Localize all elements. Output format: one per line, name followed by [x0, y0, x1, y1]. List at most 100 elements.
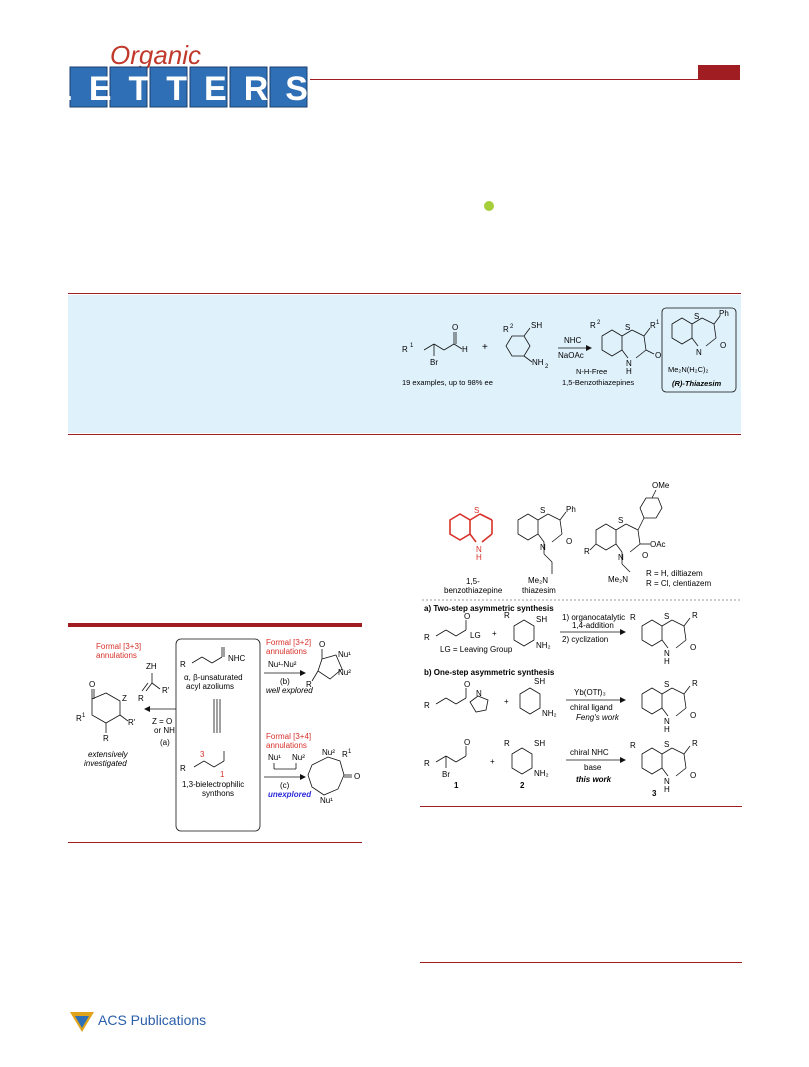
fig2-c1-name-1: 1,5-: [466, 577, 480, 586]
toc-thiazesim-ph: Ph: [719, 309, 729, 318]
fig1-prod-a-r-prime: R': [128, 718, 136, 727]
fig1-product-c: [307, 756, 352, 796]
fig2-b-reactant2: [519, 687, 541, 715]
fig1-nucleophile: [141, 673, 161, 692]
toc-product-s: S: [625, 323, 630, 332]
fig1-left-note-2: investigated: [84, 759, 127, 768]
fig2-tw-base: base: [584, 763, 602, 772]
fig2-a-prod-n: N: [664, 649, 670, 658]
figure2-bottom-rule: [420, 806, 742, 807]
fig2-c3-n: N: [618, 553, 624, 562]
fig1-center-label-1: α, β-unsaturated: [184, 673, 243, 682]
acs-logo[interactable]: ACS Publications: [68, 1008, 218, 1034]
fig2-a-o: O: [464, 612, 470, 621]
fig2-b-nh2: NH₂: [542, 709, 557, 718]
toc-thiazesim-box: [661, 307, 737, 393]
fig2-b-r1: R: [424, 701, 430, 710]
toc-caption-mid-1: N-H-Free: [576, 367, 607, 376]
figure1-svg: Formal [3+3] annulations ZH R' R Z = O o…: [76, 638, 360, 832]
fig1-prod-a-z: Z: [122, 694, 127, 703]
fig2-tw-prod-h: H: [664, 785, 670, 794]
abstract-bottom-rule: [68, 434, 741, 435]
fig2-a-prod-s: S: [664, 612, 669, 621]
fig2-c3-s: S: [618, 516, 623, 525]
fig1-r-prime: R': [162, 686, 170, 695]
fig2-tw-prod-n: N: [664, 777, 670, 786]
fig2-c1-s: S: [474, 506, 479, 515]
toc-product-n: N: [626, 359, 632, 368]
fig2-tw-prod-s: S: [664, 740, 669, 749]
fig2-section-b-title: b) One-step asymmetric synthesis: [424, 668, 555, 677]
fig1-center-box: [175, 638, 261, 832]
fig1-path-c: (c): [280, 781, 290, 790]
fig2-c2-s: S: [540, 506, 545, 515]
fig2-benzothiazepine: [449, 513, 493, 543]
header-accent-block: [698, 65, 740, 80]
fig2-c3-legend-2: R = Cl, clentiazem: [646, 579, 711, 588]
abstract-scheme-svg: R 1 Br O H + R 2 SH NH 2 NHC NaOAc: [402, 307, 737, 393]
fig1-prod-a-r1: R: [76, 714, 82, 723]
toc-plus: +: [482, 342, 488, 353]
fig1-note-c: unexplored: [268, 790, 312, 799]
abstract-box: [68, 295, 741, 433]
toc-thiazesim: [671, 315, 721, 347]
logo-word-letters: LETTERS: [68, 70, 308, 108]
fig1-center-r1: R: [180, 660, 186, 669]
fig2-b-prod-r1: R: [692, 679, 698, 688]
toc-r2: R: [503, 325, 509, 334]
fig1-prod-c-r1: R: [342, 750, 348, 759]
fig2-tw-reactant2: [511, 747, 533, 775]
fig1-prod-b-nu2: Nu²: [338, 668, 351, 677]
fig2-b-product: [641, 685, 691, 717]
fig2-b-sh: SH: [534, 677, 545, 686]
fig2-a-r1: R: [424, 633, 430, 642]
toc-thiazesim-side: Me₂N(H₂C)₂: [668, 365, 708, 374]
fig2-c3-legend-1: R = H, diltiazem: [646, 569, 703, 578]
fig2-c2-ph: Ph: [566, 505, 576, 514]
fig2-tw-sh: SH: [534, 739, 545, 748]
fig1-center-label-3: 1,3-bielectrophilic: [182, 780, 244, 789]
header-rule: [310, 79, 740, 80]
fig1-synthon-3: 3: [200, 750, 205, 759]
fig2-tw-o: O: [464, 738, 470, 747]
fig2-c1-name-2: benzothiazepine: [444, 586, 503, 595]
toc-r1-sup: 1: [410, 343, 414, 349]
fig1-left-header-1: Formal [3+3]: [96, 642, 141, 651]
fig1-product-b: [311, 649, 343, 682]
fig1-prod-c-nu1: Nu¹: [320, 796, 333, 805]
toc-thiazesim-name: (R)-Thiazesim: [672, 379, 722, 388]
fig1-reagent-b: Nu¹-Nu²: [268, 660, 297, 669]
figure1-top-rule: [68, 623, 362, 627]
fig2-a-plus: +: [492, 629, 497, 638]
fig1-equivalence: [213, 699, 221, 733]
toc-arrow-bottom: NaOAc: [558, 351, 584, 360]
fig2-a-step2: 2) cyclization: [562, 635, 608, 644]
fig2-tw-arrow-head: [620, 757, 626, 763]
logo-letters-block: LETTERS: [51, 66, 308, 108]
fig2-a-prod-r2: R: [630, 613, 636, 622]
toc-thiazesim-s: S: [694, 312, 699, 321]
fig2-tw-nh2: NH₂: [534, 769, 549, 778]
figure2-svg: S N H 1,5- benzothiazepine S Ph N O Me₂N…: [422, 481, 740, 798]
abstract-graphic: R 1 Br O H + R 2 SH NH 2 NHC NaOAc: [400, 300, 740, 430]
fig2-c2-name: thiazesim: [522, 586, 556, 595]
toc-reactant-bromoenal: [423, 332, 463, 356]
fig2-c3-r: R: [584, 547, 590, 556]
fig2-c3-oac: OAc: [650, 540, 666, 549]
fig1-note-b: well explored: [266, 686, 313, 695]
logo-word-organic: Organic: [110, 42, 201, 70]
figure1: Formal [3+3] annulations ZH R' R Z = O o…: [68, 635, 362, 840]
fig2-a-step1: 1) organocatalytic: [562, 613, 625, 622]
fig2-a-arrow-head: [620, 629, 626, 635]
fig2-c2-n: N: [540, 543, 546, 552]
journal-logo: Organic LETTERS: [51, 40, 308, 112]
fig2-b-n: N: [476, 689, 482, 698]
fig2-c1-h: H: [476, 553, 482, 562]
toc-thiazesim-n: N: [696, 348, 702, 357]
toc-reactant-aminothiophenol: [505, 327, 533, 363]
fig2-c2-me2n: Me₂N: [528, 576, 548, 585]
fig2-tw-cat: chiral NHC: [570, 748, 609, 757]
fig2-b-prod-h: H: [664, 725, 670, 734]
toc-product-r2: R: [590, 321, 596, 330]
orcid-icon[interactable]: [484, 201, 494, 211]
